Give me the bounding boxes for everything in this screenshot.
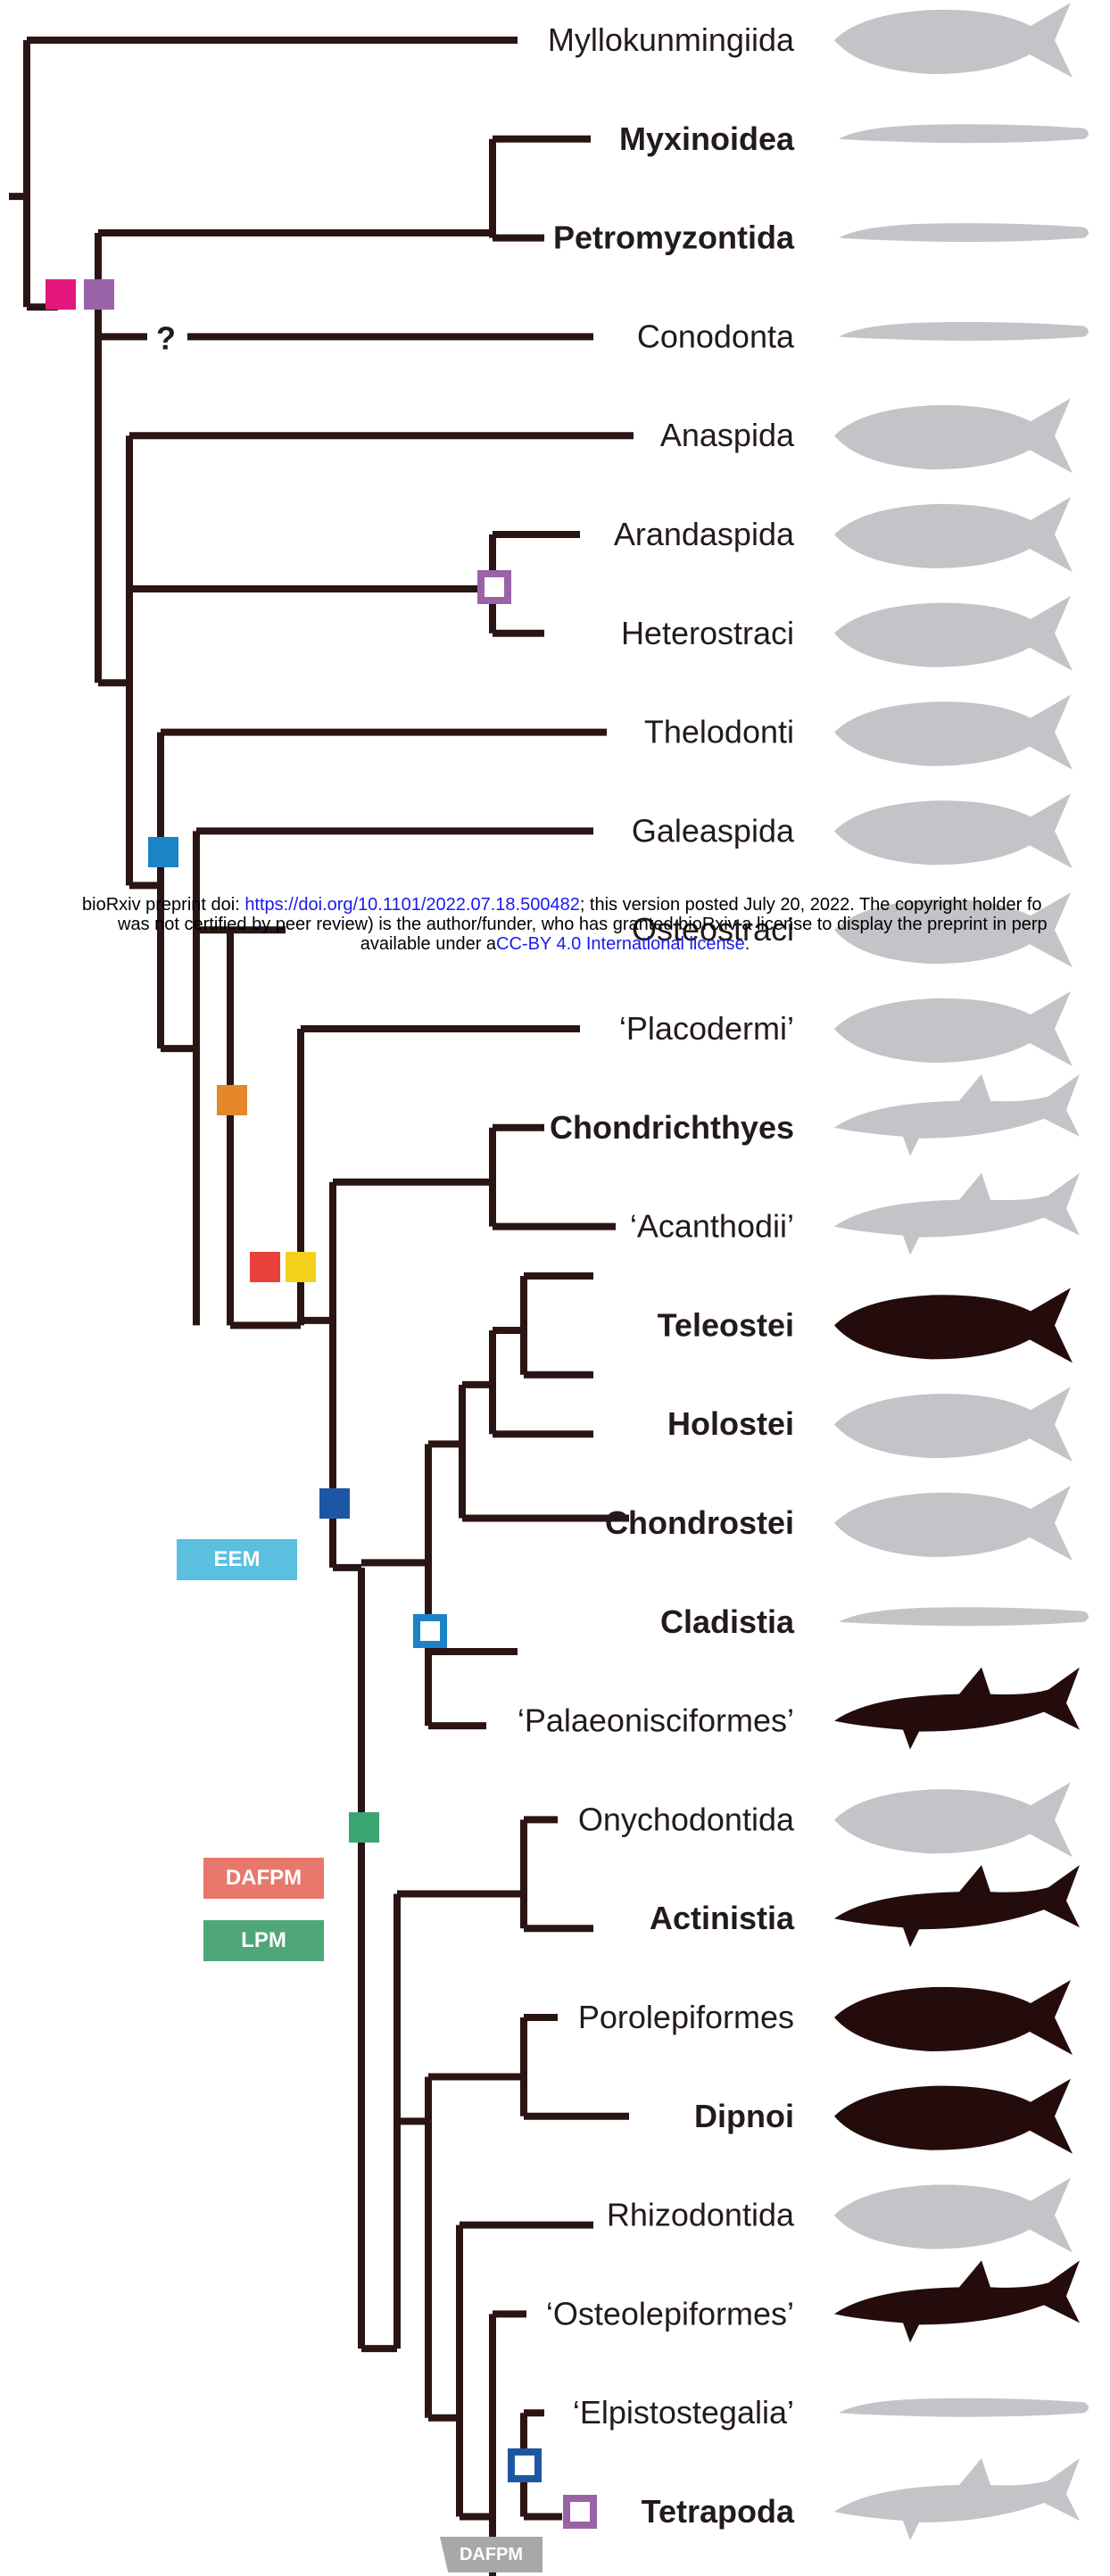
silhouette-8 bbox=[834, 793, 1073, 868]
legend-lpm: LPM bbox=[203, 1920, 324, 1961]
silhouette-14 bbox=[834, 1387, 1073, 1462]
doi-link[interactable]: https://doi.org/10.1101/2022.07.18.50048… bbox=[244, 895, 580, 915]
watermark-line3-prefix: available under a bbox=[360, 934, 496, 954]
node-marker-6 bbox=[286, 1252, 316, 1282]
watermark-line2: was not certified by peer review) is the… bbox=[118, 915, 1048, 934]
silhouette-12 bbox=[834, 1173, 1080, 1255]
node-marker-open-10 bbox=[511, 2452, 538, 2479]
silhouette-23 bbox=[834, 2260, 1080, 2342]
legend-eem-label: EEM bbox=[213, 1547, 260, 1571]
legend-dafpm-label: DAFPM bbox=[226, 1866, 302, 1890]
silhouette-7 bbox=[834, 695, 1073, 770]
taxon-label-10: ‘Placodermi’ bbox=[619, 1010, 794, 1047]
legend-dafpm: DAFPM bbox=[203, 1858, 324, 1899]
node-marker-9 bbox=[349, 1812, 379, 1843]
taxon-label-17: ‘Palaeonisciformes’ bbox=[518, 1702, 794, 1739]
preprint-watermark: bioRxiv preprint doi: https://doi.org/10… bbox=[0, 895, 1110, 915]
taxon-label-15: Chondrostei bbox=[605, 1504, 794, 1541]
node-marker-1 bbox=[84, 279, 114, 310]
taxon-label-19: Actinistia bbox=[650, 1900, 795, 1936]
taxon-label-22: Rhizodontida bbox=[607, 2197, 795, 2233]
silhouette-24 bbox=[839, 2398, 1089, 2417]
taxon-label-24: ‘Elpistostegalia’ bbox=[573, 2394, 794, 2431]
silhouette-11 bbox=[834, 1074, 1080, 1156]
silhouette-18 bbox=[834, 1782, 1073, 1857]
silhouette-15 bbox=[834, 1486, 1073, 1561]
silhouette-0 bbox=[834, 3, 1073, 78]
preprint-watermark-line3: available under aCC-BY 4.0 International… bbox=[0, 934, 1110, 955]
legend-lpm-label: LPM bbox=[241, 1928, 286, 1952]
taxon-label-6: Heterostraci bbox=[621, 615, 794, 651]
taxon-label-20: Porolepiformes bbox=[578, 1999, 794, 2035]
license-link[interactable]: CC-BY 4.0 International license bbox=[496, 934, 745, 954]
node-marker-0 bbox=[46, 279, 76, 310]
silhouette-2 bbox=[839, 223, 1089, 242]
taxon-label-4: Anaspida bbox=[660, 417, 795, 453]
silhouette-4 bbox=[834, 398, 1073, 473]
tree-branches bbox=[9, 40, 634, 2576]
taxon-label-25: Tetrapoda bbox=[642, 2493, 795, 2530]
node-marker-5 bbox=[250, 1252, 280, 1282]
taxon-label-7: Thelodonti bbox=[644, 714, 794, 750]
taxon-silhouettes bbox=[834, 3, 1089, 2540]
silhouette-6 bbox=[834, 596, 1073, 671]
silhouette-17 bbox=[834, 1668, 1080, 1750]
silhouette-10 bbox=[834, 991, 1073, 1066]
taxon-label-13: Teleostei bbox=[658, 1306, 794, 1343]
silhouette-5 bbox=[834, 497, 1073, 572]
taxon-label-8: Galeaspida bbox=[632, 812, 795, 849]
taxon-label-18: Onychodontida bbox=[578, 1801, 795, 1837]
legend-dafpm-small: DAFPM bbox=[440, 2537, 543, 2572]
node-marker-open-11 bbox=[567, 2498, 593, 2525]
taxon-label-1: Myxinoidea bbox=[619, 120, 795, 157]
watermark-line3-suffix: . bbox=[745, 934, 750, 954]
taxon-label-23: ‘Osteolepiformes’ bbox=[546, 2295, 794, 2332]
taxon-label-14: Holostei bbox=[667, 1405, 794, 1442]
node-marker-open-8 bbox=[417, 1618, 443, 1644]
taxon-label-21: Dipnoi bbox=[694, 2098, 794, 2134]
watermark-line1-prefix: bioRxiv preprint doi: bbox=[82, 895, 244, 915]
taxon-label-3: Conodonta bbox=[637, 318, 795, 354]
taxon-label-16: Cladistia bbox=[660, 1603, 795, 1640]
silhouette-19 bbox=[834, 1865, 1080, 1947]
node-marker-3 bbox=[148, 837, 178, 867]
uncertain-mark: ? bbox=[156, 319, 176, 356]
preprint-watermark-line2: was not certified by peer review) is the… bbox=[0, 915, 1110, 935]
silhouette-25 bbox=[834, 2458, 1080, 2540]
taxon-label-2: Petromyzontida bbox=[553, 219, 795, 256]
watermark-line1-suffix: ; this version posted July 20, 2022. The… bbox=[580, 895, 1042, 915]
taxon-label-5: Arandaspida bbox=[614, 516, 795, 552]
taxon-label-12: ‘Acanthodii’ bbox=[630, 1208, 794, 1245]
node-marker-4 bbox=[217, 1085, 247, 1115]
silhouette-13 bbox=[834, 1288, 1073, 1363]
silhouette-3 bbox=[839, 322, 1089, 341]
legend-dafpm-small-label: DAFPM bbox=[460, 2545, 523, 2564]
silhouette-20 bbox=[834, 1980, 1073, 2055]
silhouette-22 bbox=[834, 2178, 1073, 2253]
silhouette-1 bbox=[839, 124, 1089, 143]
taxon-label-11: Chondrichthyes bbox=[550, 1109, 794, 1146]
silhouette-21 bbox=[834, 2079, 1073, 2154]
silhouette-16 bbox=[839, 1607, 1089, 1626]
legend-eem: EEM bbox=[177, 1539, 297, 1580]
node-marker-open-2 bbox=[481, 574, 508, 601]
taxon-label-0: Myllokunmingiida bbox=[548, 21, 795, 58]
node-marker-7 bbox=[319, 1488, 350, 1519]
